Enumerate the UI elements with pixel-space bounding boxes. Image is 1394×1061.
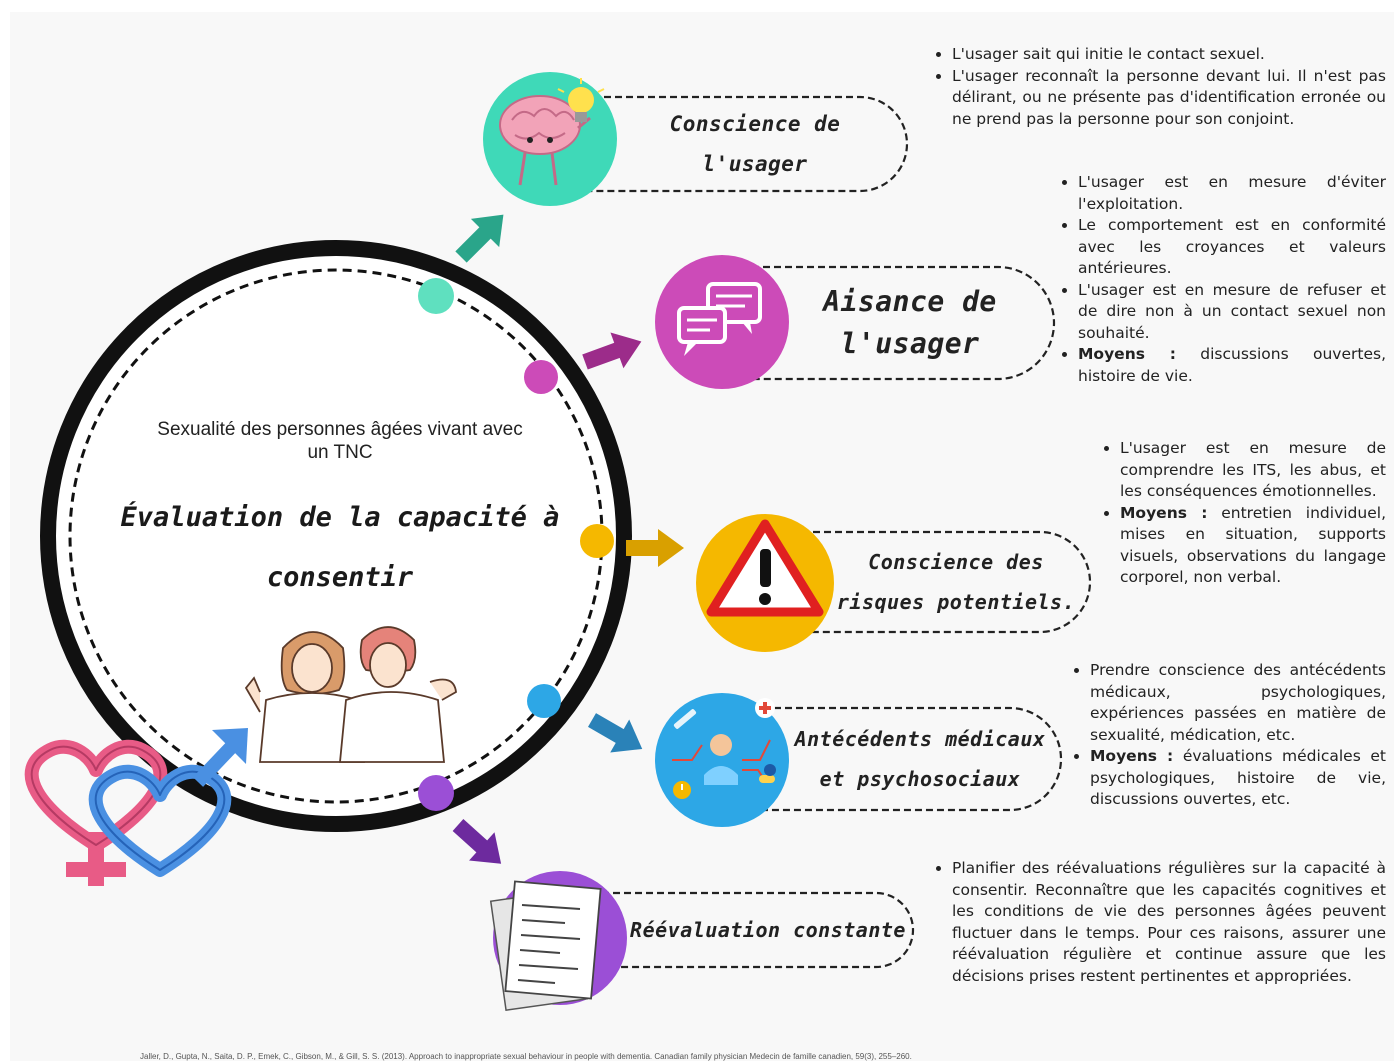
section-title-text: Réévaluation constante <box>630 918 906 942</box>
bullet-bold-label: Moyens : <box>1078 345 1176 363</box>
bullets-reevaluation: Planifier des réévaluations régulières s… <box>930 858 1386 987</box>
bullets-aisance: L'usager est en mesure d'éviter l'exploi… <box>1056 172 1386 387</box>
bullet-item: Prendre conscience des antécédents médic… <box>1090 660 1386 746</box>
brain-lightbulb-icon <box>483 72 617 206</box>
hearts-gender-icon <box>24 728 248 886</box>
bullet-item: L'usager sait qui initie le contact sexu… <box>952 44 1386 66</box>
bullet-text: L'usager est en mesure de refuser et de … <box>1078 280 1386 342</box>
node-aisance <box>524 360 558 394</box>
section-title-text: Conscience des risques potentiels. <box>836 550 1076 614</box>
section-title-text: Conscience de l'usager <box>669 112 841 176</box>
citation: Jaller, D., Gupta, N., Saita, D. P., Eme… <box>140 1052 912 1061</box>
bullet-text: L'usager sait qui initie le contact sexu… <box>952 45 1265 63</box>
bullet-text: évaluations médicales et psychologiques,… <box>1090 747 1386 808</box>
arrow-risques <box>626 529 684 567</box>
pill-outline-aisance <box>730 265 1056 381</box>
section-title-reevaluation: Réévaluation constante <box>628 898 908 962</box>
bullets-risques: L'usager est en mesure de comprendre les… <box>1098 438 1386 589</box>
section-title-antecedents: Antécédents médicaux et psychosociaux <box>784 712 1056 806</box>
section-title-risques: Conscience des risques potentiels. <box>836 536 1076 628</box>
bullet-item: Moyens : discussions ouvertes, histoire … <box>1078 344 1386 387</box>
bullet-item: Le comportement est en conformité avec l… <box>1078 215 1386 280</box>
section-title-aisance: Aisance de l'usager <box>800 272 1020 374</box>
bullet-item: L'usager est en mesure de refuser et de … <box>1078 280 1386 345</box>
bullets-conscience: L'usager sait qui initie le contact sexu… <box>930 44 1386 130</box>
bullet-text: L'usager est en mesure de comprendre les… <box>1120 439 1386 500</box>
arrow-reevaluation <box>452 819 502 864</box>
bullet-item: L'usager est en mesure d'éviter l'exploi… <box>1078 172 1386 215</box>
bullet-text: entretien individuel, mises en situation… <box>1120 503 1386 587</box>
bullet-item: L'usager est en mesure de comprendre les… <box>1120 438 1386 503</box>
bullet-item: L'usager reconnaît la personne devant lu… <box>952 66 1386 131</box>
section-title-text: Aisance de l'usager <box>823 285 997 360</box>
pill-outline-conscience <box>560 95 909 193</box>
pill-outline-reevaluation <box>580 891 915 969</box>
pill-outline-risques <box>780 530 1092 634</box>
node-reevaluation <box>418 775 454 811</box>
bullet-text: L'usager reconnaît la personne devant lu… <box>952 66 1386 128</box>
bullets-antecedents: Prendre conscience des antécédents médic… <box>1068 660 1386 811</box>
bullet-item: Moyens : évaluations médicales et psycho… <box>1090 746 1386 811</box>
bullet-text: Prendre conscience des antécédents médic… <box>1090 661 1386 744</box>
bullet-bold-label: Moyens : <box>1120 503 1208 522</box>
node-risques <box>580 524 614 558</box>
bullet-text: Le comportement est en conformité avec l… <box>1078 216 1386 277</box>
node-antecedents <box>527 684 561 718</box>
arrow-conscience <box>455 214 504 263</box>
two-people-illustration <box>244 626 457 763</box>
chat-bubbles-icon <box>655 255 789 389</box>
node-conscience <box>418 278 454 314</box>
arrow-aisance <box>582 332 642 370</box>
bullet-text: discussions ouvertes, histoire de vie. <box>1078 345 1386 385</box>
warning-triangle-icon <box>696 514 834 652</box>
bullet-item: Planifier des réévaluations régulières s… <box>952 858 1386 987</box>
bullet-text: L'usager est en mesure d'éviter l'exploi… <box>1078 173 1386 213</box>
pill-outline-antecedents <box>730 706 1063 812</box>
arrow-antecedents <box>588 713 643 753</box>
bullet-item: Moyens : entretien individuel, mises en … <box>1120 503 1386 589</box>
bullet-text: Planifier des réévaluations régulières s… <box>952 859 1386 985</box>
center-title: Évaluation de la capacité à consentir <box>120 502 560 593</box>
documents-icon <box>489 871 627 1012</box>
section-title-text: Antécédents médicaux et psychosociaux <box>794 727 1046 791</box>
medical-history-icon <box>655 693 789 827</box>
center-subtitle: Sexualité des personnes âgées vivant ave… <box>157 419 523 463</box>
section-title-conscience: Conscience de l'usager <box>640 100 870 188</box>
bullet-bold-label: Moyens : <box>1090 747 1174 765</box>
